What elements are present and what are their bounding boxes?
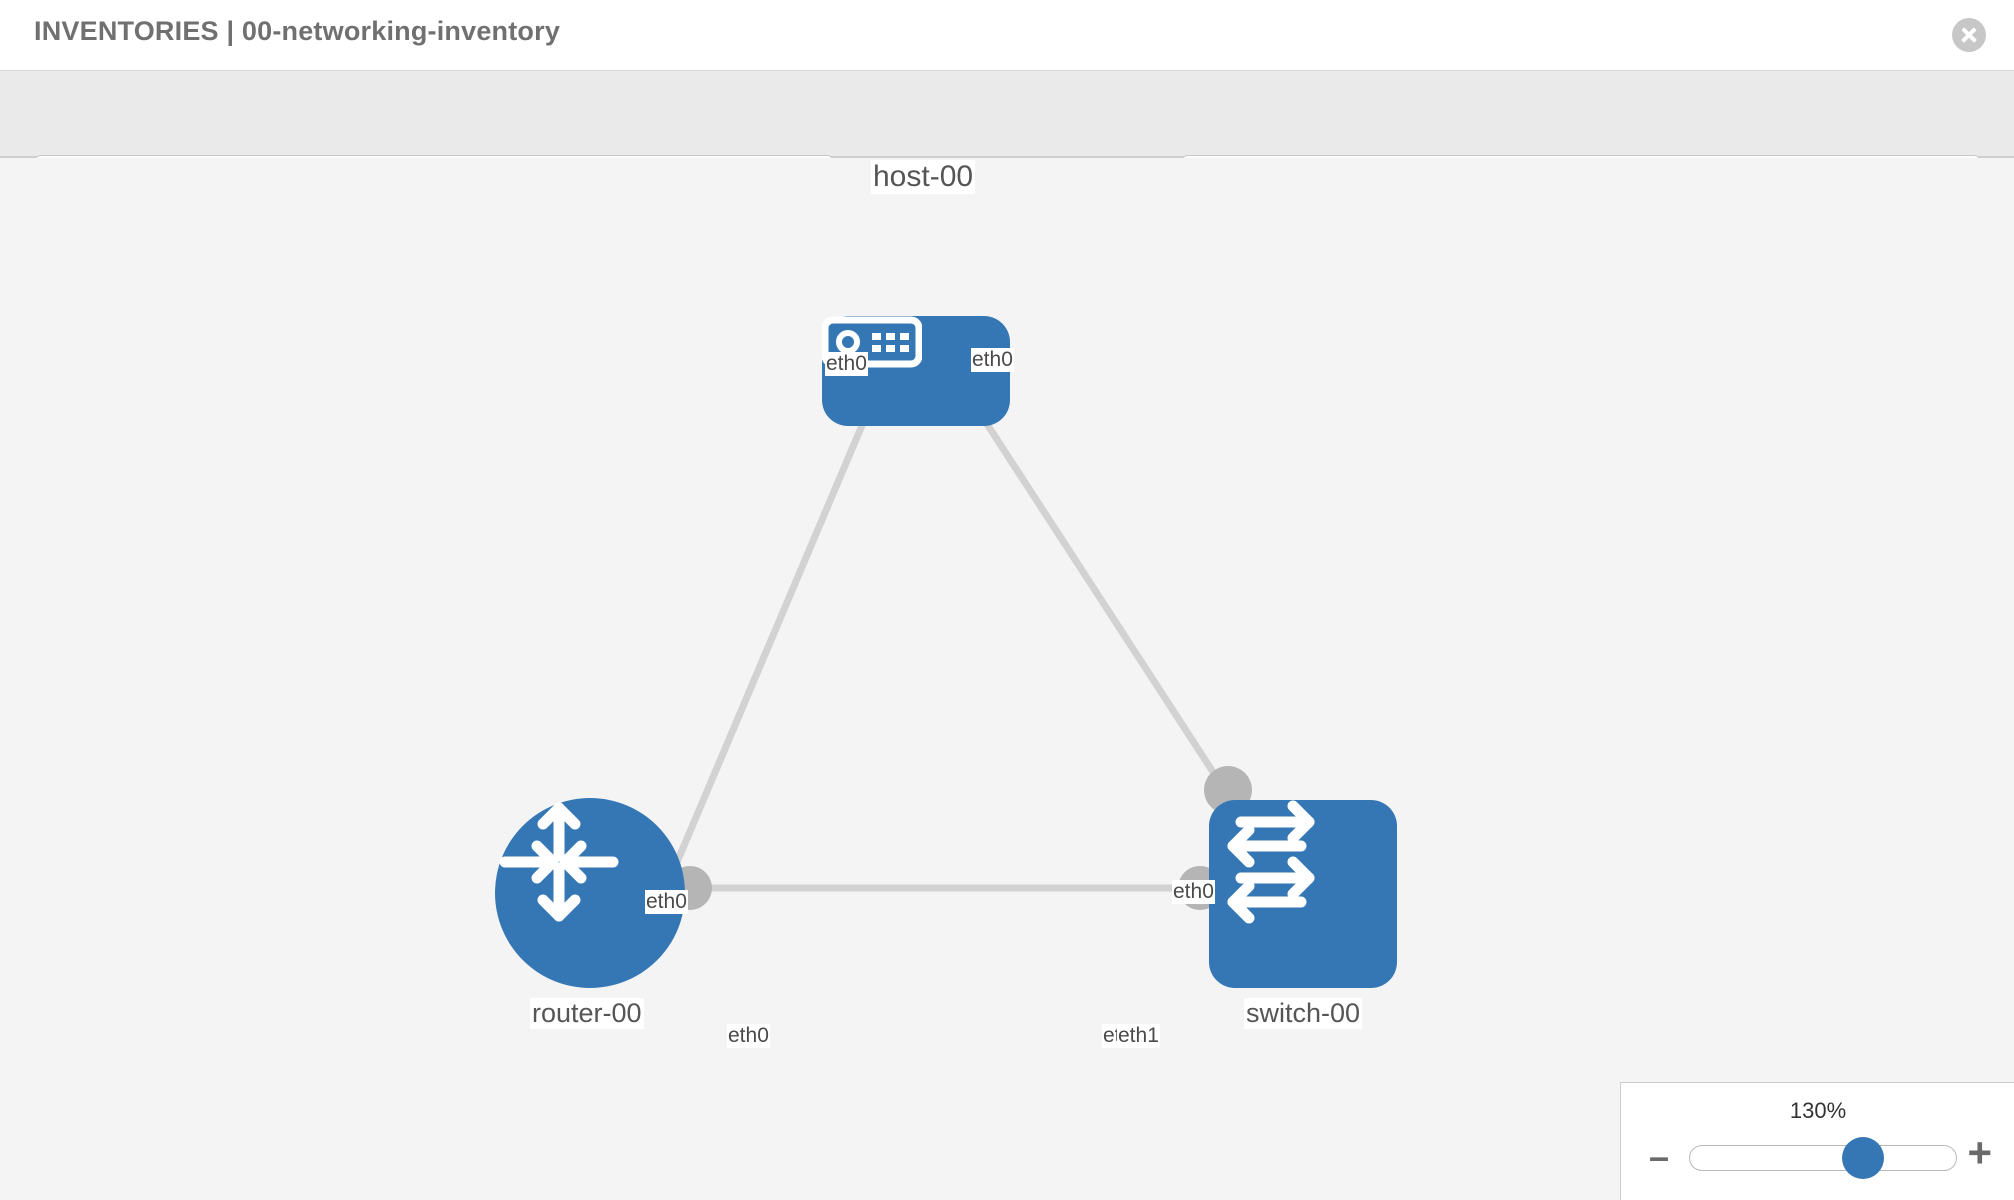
page-title: INVENTORIES | 00-networking-inventory (34, 16, 561, 46)
topology-node-switch-00[interactable] (1209, 800, 1397, 988)
topology-canvas[interactable]: host-00 router-00 switch-00 eth0 eth0 et… (0, 158, 2014, 1200)
topology-node-router-00[interactable] (495, 798, 685, 988)
page-header: INVENTORIES | 00-networking-inventory (0, 0, 2014, 70)
topology-node-host-00[interactable] (822, 316, 1010, 426)
zoom-control-panel: 130% – + (1620, 1082, 2014, 1200)
link-host-router (668, 362, 892, 876)
zoom-slider-thumb[interactable] (1842, 1137, 1884, 1179)
link-host-switch (945, 362, 1229, 794)
zoom-in-button[interactable]: + (1967, 1129, 1992, 1176)
router-arrows-icon (499, 802, 619, 922)
toolbar: ACTIONS SEARCH (0, 70, 2014, 213)
zoom-level-value: 130% (1789, 1098, 1847, 1123)
server-icon (822, 316, 922, 368)
zoom-out-button[interactable]: – (1649, 1136, 1670, 1177)
switch-arrows-icon (1227, 800, 1315, 924)
zoom-slider-track[interactable] (1689, 1145, 1957, 1171)
topology-links-layer (668, 334, 1252, 910)
close-icon[interactable] (1952, 18, 1986, 52)
